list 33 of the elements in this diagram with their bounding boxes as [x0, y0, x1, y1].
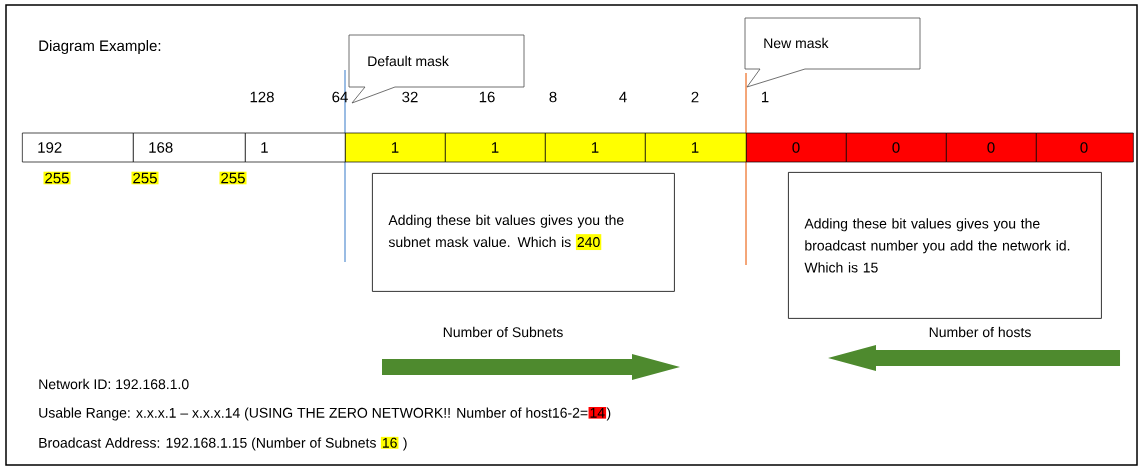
bit-value: 1 — [762, 91, 769, 103]
bit-value: 4 — [619, 91, 627, 103]
note-box: Adding these bit values gives you the broadcast number you add the network id. Which is 15 — [788, 172, 1102, 319]
bit-cell: 1 — [645, 132, 747, 163]
info-line: Network ID: 192.168.1.0 — [39, 378, 189, 390]
bit-value: 64 — [332, 91, 348, 103]
mask-value: 255 — [131, 171, 159, 185]
bit-value: 16 — [479, 91, 495, 103]
bit-cell: 1 — [445, 132, 546, 163]
bit-cell: 1 — [545, 132, 646, 163]
arrow-label: Number of Subnets — [443, 326, 563, 338]
bit-cell: 192 — [22, 132, 134, 163]
bit-cell: 1 — [345, 132, 446, 163]
bit-cell: 0 — [746, 132, 847, 163]
info-line: Usable Range: x.x.x.1 – x.x.x.14 (USING THE ZERO NETWORK!! Number of host16-2= — [39, 407, 588, 421]
title: Diagram Example: — [39, 40, 161, 54]
bit-cell: 1 — [245, 132, 346, 163]
bit-cell: 0 — [1036, 132, 1134, 163]
info-text: ) — [606, 407, 611, 421]
mask-value: 255 — [219, 171, 247, 185]
bit-cell: 0 — [846, 132, 947, 163]
bit-value: 2 — [691, 91, 699, 103]
highlighted-value: 16 — [380, 436, 399, 449]
info-text: ) — [402, 437, 407, 451]
callout-box: New mask — [744, 17, 921, 88]
note-box: Adding these bit values gives you the subnet mask value. Which is 240 — [372, 173, 675, 292]
bit-value: 8 — [549, 91, 557, 103]
bit-value: 128 — [250, 91, 274, 103]
highlighted-value: 14 — [588, 407, 607, 419]
bit-cell: 168 — [133, 132, 246, 163]
bit-cell: 0 — [946, 132, 1037, 163]
bit-value: 32 — [402, 91, 418, 103]
info-line: Broadcast Address: 192.168.1.15 (Number of Subnets — [39, 437, 376, 451]
